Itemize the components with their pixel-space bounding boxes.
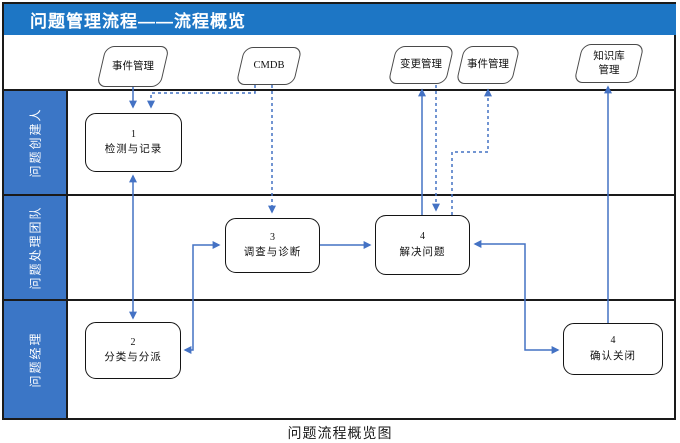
external-label: 事件管理: [467, 59, 509, 71]
step-number: 3: [270, 231, 275, 243]
step-label: 解决问题: [399, 246, 446, 258]
step-number: 4: [610, 335, 616, 347]
swimlane-team: 问题处理团队: [4, 195, 66, 300]
lane-label-separator: [66, 89, 68, 418]
lane-divider-1: [4, 194, 676, 196]
external-entity-incident-management-1: 事件管理: [96, 46, 170, 87]
lane-divider-2: [4, 299, 676, 301]
external-label: 管理: [598, 64, 620, 76]
external-label: 知识库: [593, 51, 625, 63]
external-label: CMDB: [253, 60, 285, 72]
step-label: 确认关闭: [590, 350, 636, 362]
process-step-resolve-problem: 4 解决问题: [375, 215, 470, 275]
external-entity-incident-management-2: 事件管理: [455, 46, 521, 84]
step-number: 4: [420, 231, 425, 243]
external-label: 变更管理: [400, 59, 442, 71]
process-step-classify-assign: 2 分类与分派: [85, 322, 181, 379]
step-number: 1: [131, 128, 136, 140]
swimlane-label-team: 问题处理团队: [28, 205, 43, 290]
external-label: 事件管理: [112, 60, 154, 72]
step-label: 调查与诊断: [243, 247, 302, 259]
swimlane-creator: 问题创建人: [4, 90, 66, 195]
step-label: 检测与记录: [104, 144, 163, 156]
page-title: 问题管理流程——流程概览: [30, 12, 246, 31]
process-step-investigate-diagnose: 3 调查与诊断: [225, 218, 320, 273]
figure-caption: 问题流程概览图: [287, 427, 393, 442]
swimlane-label-creator: 问题创建人: [28, 107, 43, 178]
external-entity-cmdb: CMDB: [235, 47, 303, 85]
step-number: 2: [130, 336, 136, 348]
step-label: 分类与分派: [104, 352, 162, 364]
process-step-confirm-close: 4 确认关闭: [563, 323, 663, 375]
external-entity-change-management: 变更管理: [387, 46, 455, 84]
swimlane-label-manager: 问题经理: [28, 330, 43, 388]
lane-divider-top: [4, 89, 676, 91]
process-step-detect-record: 1 检测与记录: [85, 113, 182, 172]
external-entity-knowledge-base: 知识库 管理: [573, 44, 645, 83]
title-bar: 问题管理流程——流程概览: [4, 4, 676, 35]
swimlane-manager: 问题经理: [4, 300, 66, 418]
